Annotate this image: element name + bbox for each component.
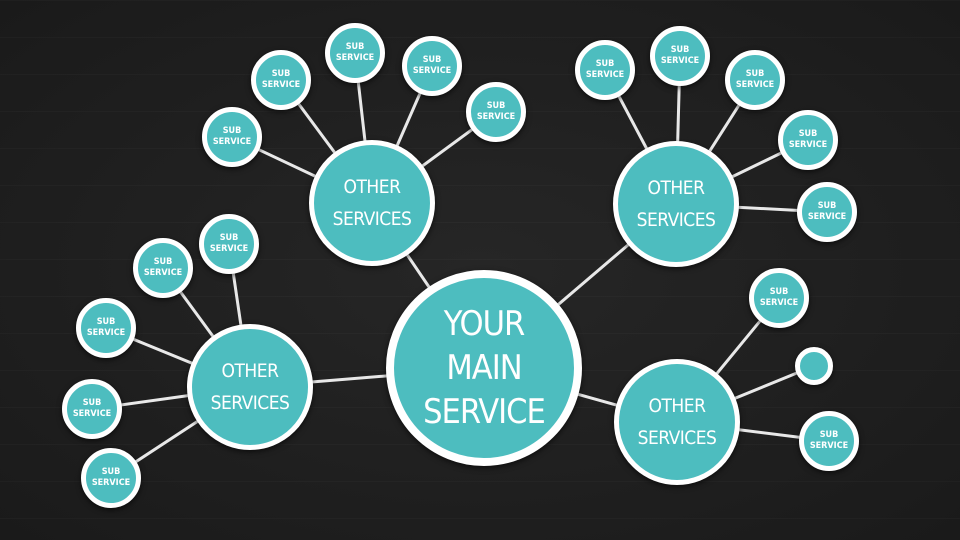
other-services-node-4: OTHER SERVICES	[614, 359, 740, 485]
main-service-node-label: YOUR MAIN SERVICE	[423, 304, 546, 432]
sub-service-node-1-3: SUB SERVICE	[325, 23, 385, 83]
other-services-node-2: OTHER SERVICES	[613, 141, 739, 267]
sub-service-node-3-1: SUB SERVICE	[133, 238, 193, 298]
sub-service-node-4-3: SUB SERVICE	[799, 411, 859, 471]
sub-service-node-2-1-label: SUB SERVICE	[585, 59, 625, 80]
sub-service-node-1-2-label: SUB SERVICE	[261, 69, 301, 90]
sub-service-node-3-5: SUB SERVICE	[81, 448, 141, 508]
sub-service-node-2-1: SUB SERVICE	[575, 40, 635, 100]
sub-service-node-1-1-label: SUB SERVICE	[212, 126, 252, 147]
sub-service-node-4-3-label: SUB SERVICE	[809, 430, 849, 451]
sub-service-node-1-3-label: SUB SERVICE	[335, 42, 375, 63]
sub-service-node-2-4: SUB SERVICE	[778, 110, 838, 170]
sub-service-node-2-5: SUB SERVICE	[797, 182, 857, 242]
other-services-node-4-label: OTHER SERVICES	[637, 395, 717, 449]
sub-service-node-3-3: SUB SERVICE	[76, 298, 136, 358]
sub-service-node-1-4-label: SUB SERVICE	[412, 55, 452, 76]
sub-service-node-4-1: SUB SERVICE	[749, 268, 809, 328]
other-services-node-3-label: OTHER SERVICES	[210, 360, 290, 414]
other-services-node-1-label: OTHER SERVICES	[332, 176, 412, 230]
sub-service-node-2-2: SUB SERVICE	[650, 26, 710, 86]
sub-service-node-3-1-label: SUB SERVICE	[143, 257, 183, 278]
sub-service-node-1-1: SUB SERVICE	[202, 107, 262, 167]
sub-service-node-2-4-label: SUB SERVICE	[788, 129, 828, 150]
sub-service-node-1-5-label: SUB SERVICE	[476, 101, 516, 122]
sub-service-node-3-4: SUB SERVICE	[62, 379, 122, 439]
sub-service-node-3-4-label: SUB SERVICE	[72, 398, 112, 419]
sub-service-node-3-3-label: SUB SERVICE	[86, 317, 126, 338]
sub-service-node-2-2-label: SUB SERVICE	[660, 45, 700, 66]
sub-service-node-3-2: SUB SERVICE	[199, 214, 259, 274]
sub-service-node-3-5-label: SUB SERVICE	[91, 467, 131, 488]
sub-service-node-1-4: SUB SERVICE	[402, 36, 462, 96]
sub-service-node-2-3-label: SUB SERVICE	[735, 69, 775, 90]
other-services-node-1: OTHER SERVICES	[309, 140, 435, 266]
sub-service-node-2-3: SUB SERVICE	[725, 50, 785, 110]
sub-service-node-2-5-label: SUB SERVICE	[807, 201, 847, 222]
other-services-node-3: OTHER SERVICES	[187, 324, 313, 450]
sub-service-node-4-1-label: SUB SERVICE	[759, 287, 799, 308]
main-service-node: YOUR MAIN SERVICE	[386, 270, 582, 466]
other-services-node-2-label: OTHER SERVICES	[636, 177, 716, 231]
sub-service-node-1-5: SUB SERVICE	[466, 82, 526, 142]
sub-service-node-3-2-label: SUB SERVICE	[209, 233, 249, 254]
sub-service-node-1-2: SUB SERVICE	[251, 50, 311, 110]
sub-service-node-4-2	[795, 347, 833, 385]
